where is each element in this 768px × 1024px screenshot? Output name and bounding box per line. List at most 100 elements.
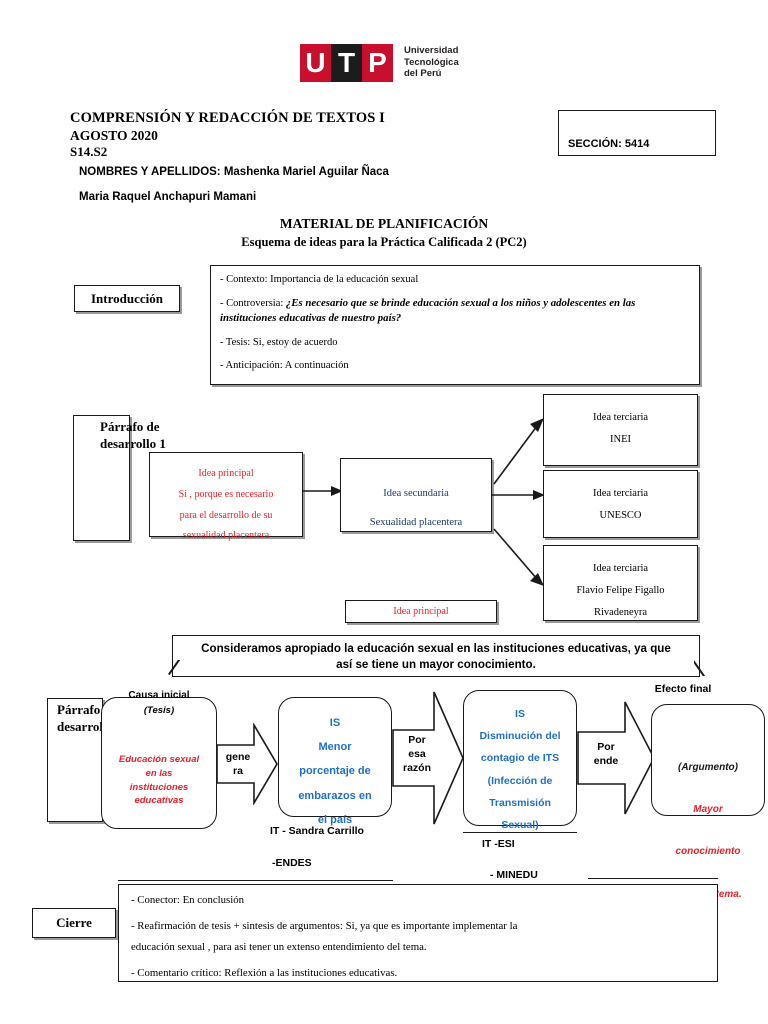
logo-name-line-3: del Perú bbox=[404, 68, 442, 80]
idea-terciaria-1-line1: INEI bbox=[610, 434, 631, 446]
parrafo1-label-line2: desarrollo 1 bbox=[100, 435, 166, 451]
banner-statement-box: Consideramos apropiado la educación sexu… bbox=[172, 635, 700, 677]
title-sub: Esquema de ideas para la Práctica Califi… bbox=[241, 235, 527, 249]
block-arrow-por-ende bbox=[577, 700, 655, 816]
idea-terciaria-box-1: Idea terciaria INEI bbox=[543, 394, 698, 466]
banner-line1: Consideramos apropiado la educación sexu… bbox=[201, 642, 671, 655]
connector-por-esa-razon-label: Por esa razón bbox=[394, 733, 440, 776]
logo-letter-blocks: U T P bbox=[300, 44, 393, 82]
cita-is1-line2: -ENDES bbox=[272, 857, 312, 869]
cierre-conector: - Conector: En conclusión bbox=[131, 894, 245, 906]
causa-inicial-heading: Causa inicial (Tesis) bbox=[101, 688, 217, 718]
connector-por-ende-label: Por ende bbox=[582, 740, 630, 768]
parrafo2-label-line1: Párrafo de bbox=[57, 702, 117, 717]
connector-genera-line1: gene bbox=[225, 751, 251, 763]
is2-line5: Sexual) bbox=[501, 818, 539, 831]
banner-line2: así se tiene un mayor conocimiento. bbox=[336, 657, 536, 671]
cierre-reafirmacion-line1: - Reafirmación de tesis + sintesis de ar… bbox=[131, 919, 518, 932]
cierre-label-box: Cierre bbox=[32, 908, 116, 938]
block-arrow-por-esa-razon bbox=[392, 690, 464, 826]
argumento-line2: conocimiento bbox=[675, 846, 741, 858]
is1-tag: IS bbox=[329, 717, 341, 729]
is1-line1: Menor bbox=[318, 741, 352, 754]
idea-secundaria-2-box: IS Disminución del contagio de ITS (Infe… bbox=[463, 690, 577, 831]
idea-terciaria-3-line2: Rivadeneyra bbox=[593, 607, 648, 619]
idea-principal-2-label: Idea principal bbox=[393, 606, 449, 617]
divider-right-bottom bbox=[588, 878, 718, 879]
divider-left-bottom bbox=[118, 880, 393, 881]
cierre-comentario: - Comentario crítico: Reflexión a las in… bbox=[131, 967, 398, 980]
course-header: COMPRENSIÓN Y REDACCIÓN DE TEXTOS I AGOS… bbox=[70, 110, 490, 161]
idea-principal-box: Idea principal Si , porque es necesario … bbox=[149, 452, 303, 541]
connector-genera-line2: ra bbox=[233, 765, 243, 778]
causa-line1: Educación sexual bbox=[118, 754, 200, 765]
connector3-line1: Por bbox=[597, 741, 615, 753]
idea-terciaria-1-heading: Idea terciaria bbox=[592, 412, 649, 423]
is2-tag: IS bbox=[515, 708, 525, 720]
seccion-box: SECCIÓN: 5414 bbox=[558, 110, 716, 156]
idea-terciaria-2-line1: UNESCO bbox=[599, 510, 642, 522]
idea-secundaria-heading: Idea secundaria bbox=[383, 488, 449, 499]
arrow-secundaria-to-terciaria-2 bbox=[492, 488, 546, 502]
arrow-secundaria-to-terciaria-3 bbox=[492, 527, 546, 587]
connector2-line3: razón bbox=[402, 762, 431, 775]
is1-text: IS Menor porcentaje de embarazos en el p… bbox=[279, 698, 391, 828]
controversia-question: ¿Es necesario que se brinde educación se… bbox=[220, 297, 636, 325]
is1-line4: el país bbox=[317, 813, 353, 826]
cierre-reafirmacion-line2: educación sexual , para asi tener un ext… bbox=[131, 941, 427, 954]
cierre-content-box: - Conector: En conclusión - Reafirmación… bbox=[118, 884, 718, 982]
argumento-text: (Argumento) Mayor conocimiento sobre el … bbox=[652, 705, 764, 902]
is2-line2: contagio de ITS bbox=[480, 752, 560, 765]
parrafo1-label-line1: Párrafo de bbox=[100, 419, 160, 434]
banner-flag-right bbox=[694, 660, 710, 676]
logo-letter-u: U bbox=[300, 44, 331, 82]
is2-line1: Disminución del bbox=[479, 730, 561, 743]
is2-text: IS Disminución del contagio de ITS (Infe… bbox=[464, 691, 576, 832]
introduccion-content-box: - Contexto: Importancia de la educación … bbox=[210, 265, 700, 385]
connector2-line2: esa bbox=[408, 748, 426, 761]
document-title: MATERIAL DE PLANIFICACIÓN Esquema de ide… bbox=[0, 216, 768, 250]
idea-principal-text: Idea principal Si , porque es necesario … bbox=[150, 453, 302, 543]
idea-terciaria-2-heading: Idea terciaria bbox=[592, 488, 649, 499]
introduccion-controversia: - Controversia: ¿Es necesario que se bri… bbox=[220, 296, 690, 326]
idea-principal-line3: sexualidad placentera bbox=[182, 530, 270, 542]
student-names: NOMBRES Y APELLIDOS: Mashenka Mariel Agu… bbox=[79, 160, 499, 211]
idea-secundaria-1-box: IS Menor porcentaje de embarazos en el p… bbox=[278, 697, 392, 826]
course-term: AGOSTO 2020 bbox=[70, 127, 158, 143]
introduccion-label: Introducción bbox=[91, 291, 163, 306]
parrafo1-side-box bbox=[73, 415, 130, 541]
logo-name-line-2: Tecnológica bbox=[404, 56, 459, 68]
connector2-line1: Por bbox=[408, 734, 426, 746]
parrafo2-label-line2: desarrollo 2 bbox=[57, 718, 123, 734]
argumento-heading: (Argumento) bbox=[678, 762, 738, 773]
utp-logo: U T P Universidad Tecnológica del Perú bbox=[300, 40, 468, 88]
cita-is2-line2: - MINEDU bbox=[490, 869, 538, 881]
idea-principal-heading: Idea principal bbox=[198, 468, 254, 479]
student-name-2: Maria Raquel Anchapuri Mamani bbox=[79, 191, 257, 204]
efecto-final-label: Efecto final bbox=[654, 683, 712, 695]
idea-terciaria-3-text: Idea terciaria Flavio Felipe Figallo Riv… bbox=[544, 546, 697, 621]
controversia-prefix: - Controversia: bbox=[220, 298, 286, 310]
is2-line3: (Infección de bbox=[487, 774, 553, 787]
connector3-line2: ende bbox=[593, 755, 619, 768]
connector-genera-label: gene ra bbox=[216, 750, 260, 778]
arrow-principal-to-secundaria bbox=[303, 484, 343, 498]
idea-secundaria-text: Idea secundaria Sexualidad placentera bbox=[341, 459, 491, 530]
introduccion-contexto: - Contexto: Importancia de la educación … bbox=[220, 274, 419, 285]
block-arrow-genera bbox=[216, 723, 278, 805]
is2-line4: Transmisión bbox=[489, 796, 551, 809]
idea-terciaria-1-text: Idea terciaria INEI bbox=[544, 395, 697, 447]
cita-is2-line1: IT -ESI bbox=[482, 838, 515, 850]
is1-line3: embarazos en bbox=[298, 789, 372, 802]
banner-flag-left bbox=[166, 660, 182, 676]
argumento-box: (Argumento) Mayor conocimiento sobre el … bbox=[651, 704, 765, 900]
idea-principal-2-box: Idea principal bbox=[345, 600, 497, 623]
causa-line4: educativas bbox=[134, 795, 184, 807]
introduccion-anticipacion: - Anticipación: A continuación bbox=[220, 359, 349, 371]
divider-is2-top bbox=[463, 832, 577, 833]
student-name-1: NOMBRES Y APELLIDOS: Mashenka Mariel Agu… bbox=[79, 166, 389, 178]
logo-letter-p: P bbox=[362, 44, 393, 82]
is1-line2: porcentaje de bbox=[299, 765, 371, 778]
introduccion-label-box: Introducción bbox=[74, 285, 180, 312]
title-main: MATERIAL DE PLANIFICACIÓN bbox=[279, 216, 489, 231]
